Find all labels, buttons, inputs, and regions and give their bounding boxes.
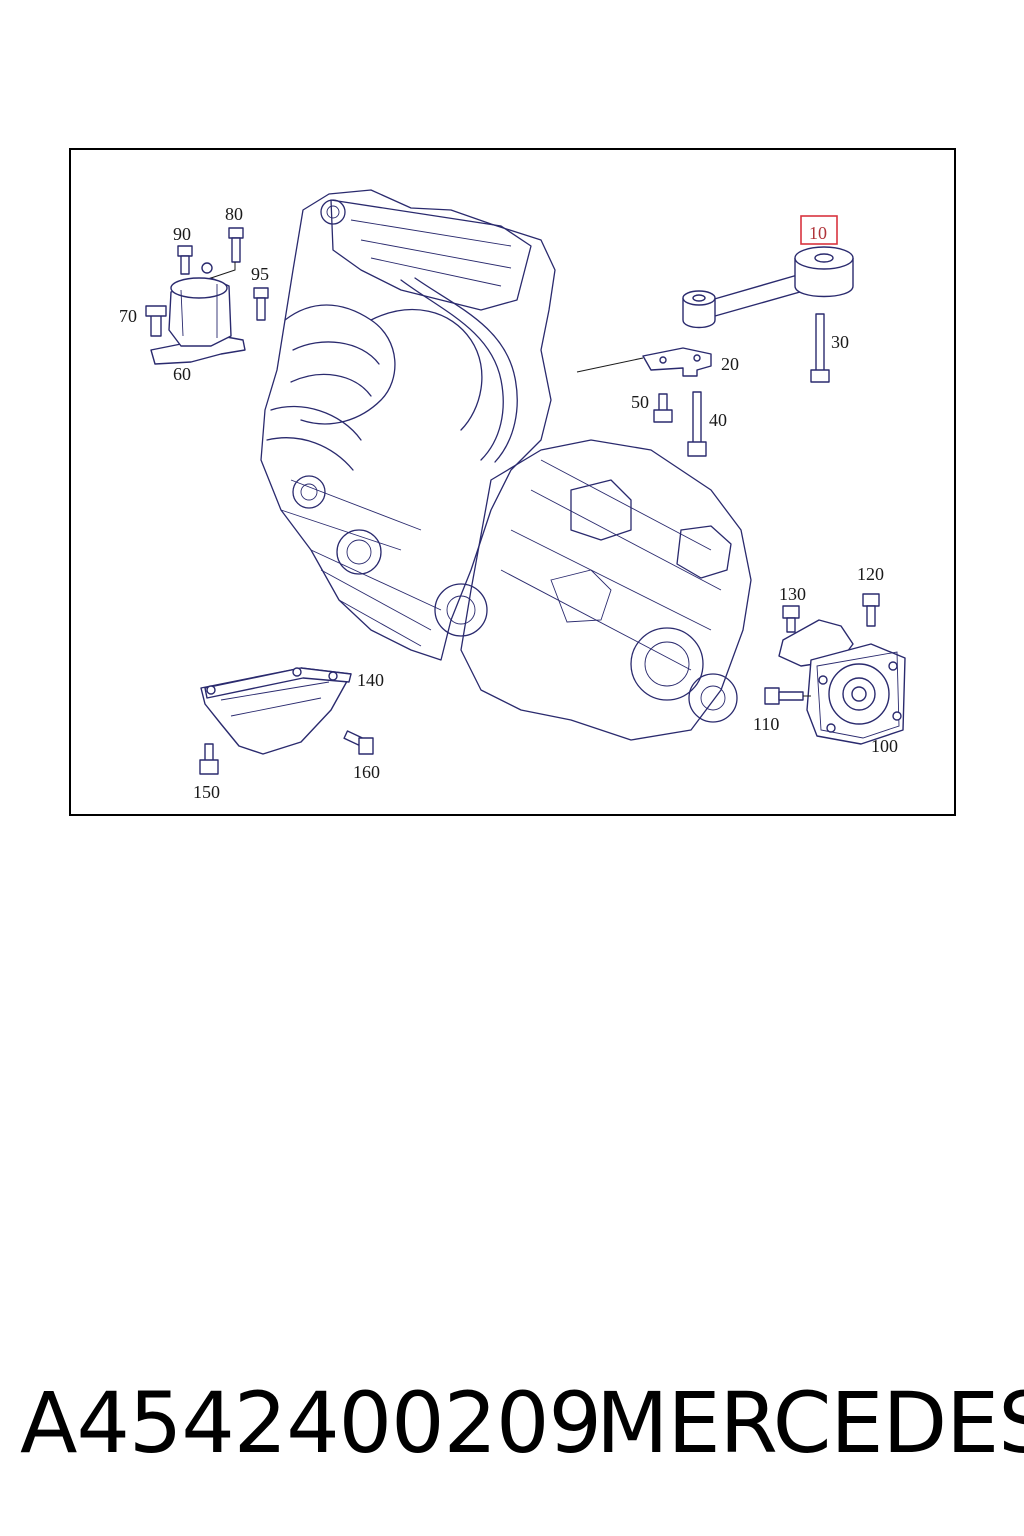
engine-block-illustration (260, 189, 752, 741)
part-label-140[interactable]: 140 (357, 670, 384, 690)
torque-rod-assembly (576, 215, 854, 457)
product-caption: A4542400209 MERCEDES (0, 1368, 1024, 1478)
part-label-100[interactable]: 100 (871, 736, 898, 756)
part-label-120[interactable]: 120 (857, 564, 884, 584)
part-label-60[interactable]: 60 (173, 364, 191, 384)
part-label-20[interactable]: 20 (721, 354, 739, 374)
part-label-50[interactable]: 50 (631, 392, 649, 412)
part-label-70[interactable]: 70 (119, 306, 137, 326)
parts-diagram-frame: 10 20 30 40 50 60 70 80 90 95 100 110 12… (69, 148, 956, 816)
part-label-130[interactable]: 130 (779, 584, 806, 604)
part-label-10[interactable]: 10 (809, 223, 827, 243)
part-number-text: A4542400209 (20, 1374, 602, 1472)
part-label-80[interactable]: 80 (225, 204, 243, 224)
part-label-150[interactable]: 150 (193, 782, 220, 802)
exploded-engine-diagram: 10 20 30 40 50 60 70 80 90 95 100 110 12… (119, 189, 906, 802)
part-label-40[interactable]: 40 (709, 410, 727, 430)
part-labels: 10 20 30 40 50 60 70 80 90 95 100 110 12… (119, 204, 898, 802)
part-label-90[interactable]: 90 (173, 224, 191, 244)
brand-name-text: MERCEDES (596, 1374, 1024, 1472)
part-label-110[interactable]: 110 (753, 714, 779, 734)
part-label-30[interactable]: 30 (831, 332, 849, 352)
transmission-mount-assembly (764, 593, 906, 745)
oil-pan-cover-assembly (199, 667, 374, 775)
part-label-95[interactable]: 95 (251, 264, 269, 284)
part-label-160[interactable]: 160 (353, 762, 380, 782)
left-engine-mount-assembly (145, 227, 269, 365)
